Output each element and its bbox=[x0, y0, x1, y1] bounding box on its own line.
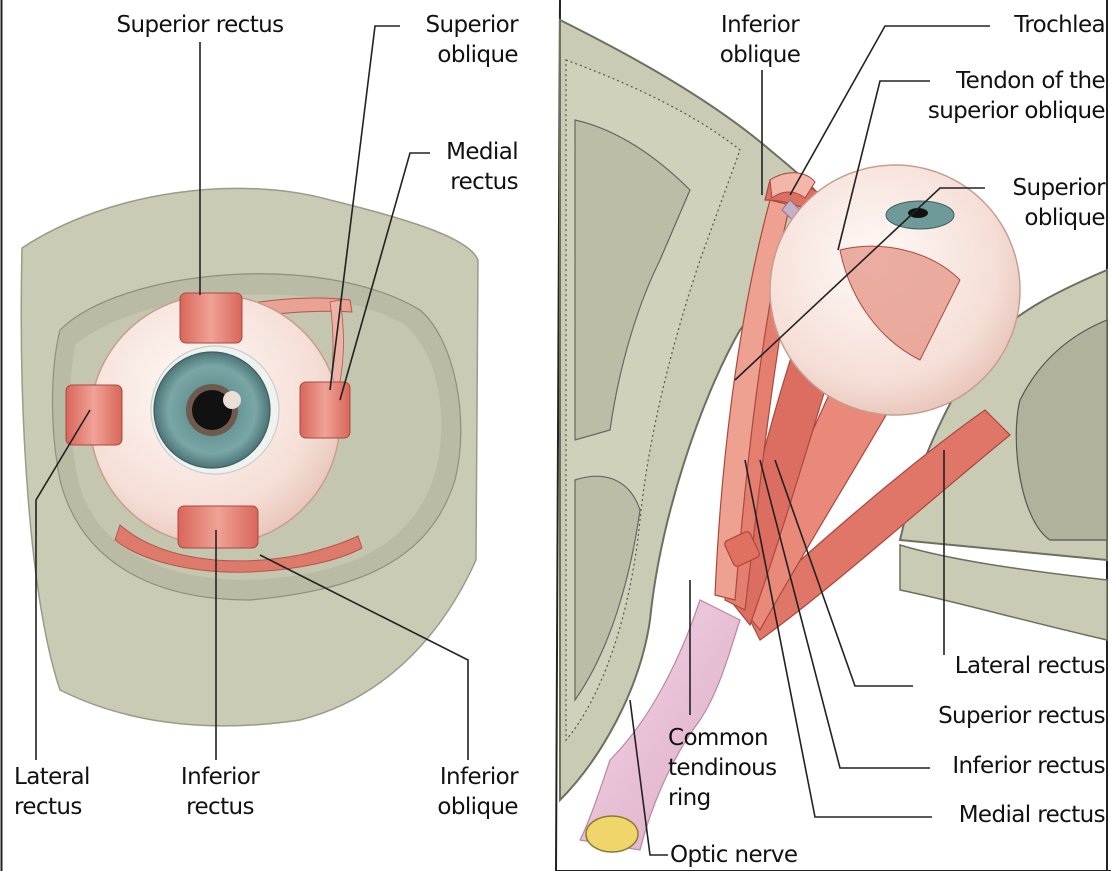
label-lateral-rectus-left-line1: Lateral bbox=[14, 762, 114, 792]
label-medial-rectus-right: Medial rectus bbox=[900, 800, 1105, 830]
right-panel-superior-view bbox=[556, 0, 1111, 871]
left-inferior-rectus-muscle bbox=[178, 506, 258, 548]
label-inferior-rectus-left-line2: rectus bbox=[170, 792, 270, 822]
label-superior-rectus-right: Superior rectus bbox=[900, 701, 1105, 731]
label-superior-oblique-left-line1: Superior bbox=[400, 10, 518, 40]
label-inferior-rectus-left-line1: Inferior bbox=[170, 762, 270, 792]
floor-bone bbox=[900, 545, 1107, 640]
label-lateral-rectus-left-line2: rectus bbox=[14, 792, 114, 822]
left-corneal-reflex bbox=[223, 391, 241, 409]
optic-nerve-cut-end bbox=[586, 816, 638, 852]
label-superior-rectus-left: Superior rectus bbox=[95, 10, 305, 40]
label-lateral-rectus-right: Lateral rectus bbox=[900, 651, 1105, 681]
label-inferior-oblique-left-line1: Inferior bbox=[400, 762, 518, 792]
label-superior-oblique-right-line2: oblique bbox=[985, 203, 1105, 233]
label-common-tendinous-ring-line1: Common bbox=[668, 723, 808, 753]
label-trochlea: Trochlea bbox=[960, 10, 1105, 40]
label-superior-oblique-left-line2: oblique bbox=[400, 40, 518, 70]
label-tendon-superior-oblique-line2: superior oblique bbox=[890, 96, 1105, 126]
label-optic-nerve: Optic nerve bbox=[670, 840, 830, 870]
left-panel-anterior-view bbox=[21, 26, 478, 760]
label-medial-rectus-left-line1: Medial bbox=[418, 137, 518, 167]
label-medial-rectus-left-line2: rectus bbox=[418, 167, 518, 197]
label-inferior-oblique-left-line2: oblique bbox=[400, 792, 518, 822]
label-inferior-oblique-right-line2: oblique bbox=[700, 40, 820, 70]
label-common-tendinous-ring-line2: tendinous bbox=[668, 753, 808, 783]
label-inferior-rectus-right: Inferior rectus bbox=[900, 751, 1105, 781]
label-tendon-superior-oblique-line1: Tendon of the bbox=[890, 66, 1105, 96]
label-common-tendinous-ring-line3: ring bbox=[668, 783, 808, 813]
left-superior-rectus-muscle bbox=[180, 293, 242, 343]
label-inferior-oblique-right-line1: Inferior bbox=[700, 10, 820, 40]
label-superior-oblique-right-line1: Superior bbox=[985, 173, 1105, 203]
